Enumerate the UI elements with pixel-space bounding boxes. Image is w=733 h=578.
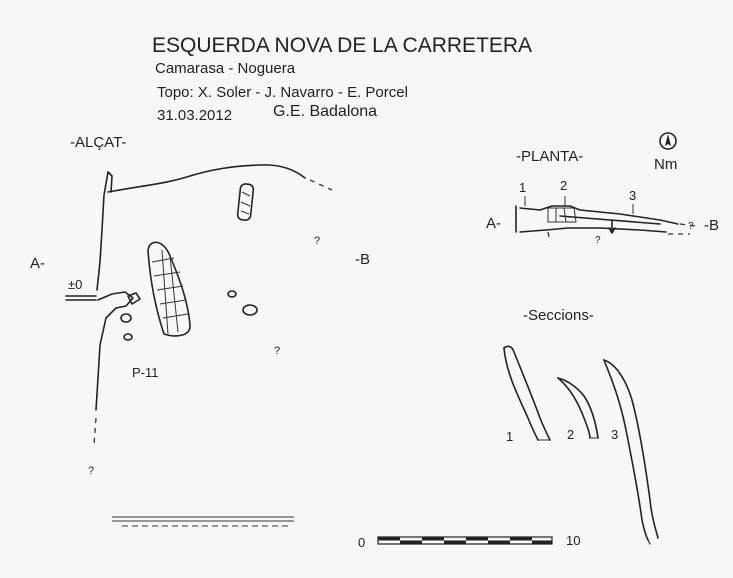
elevation-profile: [65, 164, 333, 527]
cross-sections: [503, 345, 659, 549]
unknown-mark: ?: [88, 465, 95, 477]
unknown-mark: ?: [595, 235, 601, 246]
location-label: Camarasa - Noguera: [155, 60, 296, 77]
club-name: G.E. Badalona: [273, 103, 378, 120]
zero-level-label: ±0: [68, 277, 83, 292]
unknown-mark: ?: [274, 345, 281, 357]
scale-bar: [377, 536, 553, 545]
map-title: ESQUERDA NOVA DE LA CARRETERA: [152, 34, 533, 57]
section-label-1: 1: [506, 429, 514, 444]
plan-marker-b: -B: [704, 217, 719, 234]
scale-end-label: 10: [566, 533, 581, 548]
plan-view: [515, 132, 696, 243]
plan-section-number: 3: [629, 188, 637, 203]
elevation-marker-b: -B: [355, 251, 370, 268]
pit-depth-label: P-11: [132, 365, 159, 380]
unknown-mark: ?: [314, 235, 321, 247]
plan-heading: -PLANTA-: [516, 148, 584, 165]
section-label-3: 3: [611, 427, 619, 442]
scale-start-label: 0: [358, 535, 366, 550]
elevation-marker-a: A-: [30, 255, 45, 272]
section-label-2: 2: [567, 427, 575, 442]
plan-section-number: 2: [560, 178, 568, 193]
elevation-heading: -ALÇAT-: [70, 134, 127, 151]
sections-heading: -Seccions-: [523, 307, 594, 324]
unknown-mark: ?: [688, 221, 694, 232]
plan-section-number: 1: [519, 180, 527, 195]
north-label: Nm: [654, 156, 678, 173]
survey-date: 31.03.2012: [157, 107, 233, 124]
topo-credits: Topo: X. Soler - J. Navarro - E. Porcel: [157, 84, 408, 101]
plan-marker-a: A-: [486, 215, 501, 232]
